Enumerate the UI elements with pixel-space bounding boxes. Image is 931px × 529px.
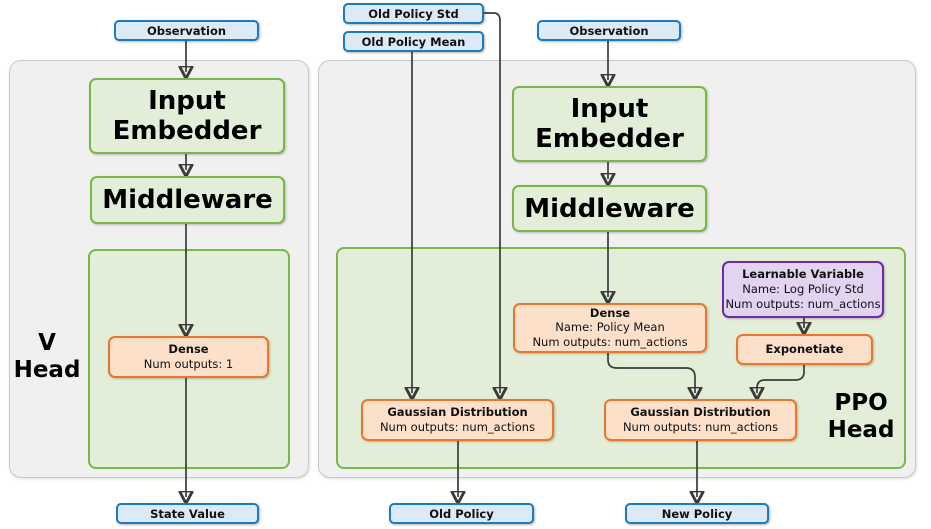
v-head-dense[interactable]: Dense Num outputs: 1 bbox=[108, 336, 269, 378]
dense-policy-mean-name: Name: Policy Mean bbox=[555, 320, 665, 335]
dense-policy-mean-outputs: Num outputs: num_actions bbox=[532, 335, 688, 350]
gaussian-new-outputs: Num outputs: num_actions bbox=[622, 419, 779, 434]
ppo-head-label: PPO Head bbox=[818, 390, 904, 444]
dense-policy-mean-title: Dense bbox=[589, 305, 631, 320]
output-new-policy[interactable]: New Policy bbox=[625, 503, 769, 524]
ppo-head-gaussian-new[interactable]: Gaussian Distribution Num outputs: num_a… bbox=[604, 399, 797, 441]
learnable-variable-name: Name: Log Policy Std bbox=[742, 281, 864, 296]
gaussian-old-outputs: Num outputs: num_actions bbox=[379, 419, 536, 434]
v-head-label-line2: Head bbox=[13, 357, 81, 384]
gaussian-old-title: Gaussian Distribution bbox=[387, 405, 528, 420]
ppo-head-exponetiate[interactable]: Exponetiate bbox=[736, 334, 873, 365]
ppo-head-middleware[interactable]: Middleware bbox=[512, 185, 707, 232]
v-head-dense-title: Dense bbox=[168, 342, 209, 357]
ppo-head-learnable-variable[interactable]: Learnable Variable Name: Log Policy Std … bbox=[722, 261, 884, 318]
ppo-head-label-line1: PPO bbox=[834, 390, 888, 416]
input-old-policy-std[interactable]: Old Policy Std bbox=[343, 3, 484, 24]
v-head-input-embedder[interactable]: Input Embedder bbox=[89, 78, 285, 154]
output-old-policy[interactable]: Old Policy bbox=[389, 503, 534, 524]
v-head-label: V Head bbox=[10, 330, 84, 384]
v-head-middleware[interactable]: Middleware bbox=[90, 176, 285, 224]
input-observation-ppo[interactable]: Observation bbox=[537, 20, 681, 41]
ppo-head-input-embedder[interactable]: Input Embedder bbox=[512, 86, 707, 162]
v-head-dense-outputs: Num outputs: 1 bbox=[143, 356, 234, 371]
gaussian-new-title: Gaussian Distribution bbox=[630, 405, 771, 420]
input-old-policy-mean[interactable]: Old Policy Mean bbox=[343, 31, 484, 52]
ppo-head-label-line2: Head bbox=[827, 417, 895, 444]
learnable-variable-outputs: Num outputs: num_actions bbox=[725, 296, 881, 311]
output-state-value[interactable]: State Value bbox=[116, 503, 259, 524]
learnable-variable-title: Learnable Variable bbox=[742, 267, 864, 282]
ppo-head-dense-policy-mean[interactable]: Dense Name: Policy Mean Num outputs: num… bbox=[513, 303, 707, 353]
ppo-head-gaussian-old[interactable]: Gaussian Distribution Num outputs: num_a… bbox=[361, 399, 554, 441]
exponetiate-title: Exponetiate bbox=[765, 342, 844, 357]
input-observation-v[interactable]: Observation bbox=[114, 20, 259, 41]
v-head-label-line1: V bbox=[38, 330, 56, 356]
